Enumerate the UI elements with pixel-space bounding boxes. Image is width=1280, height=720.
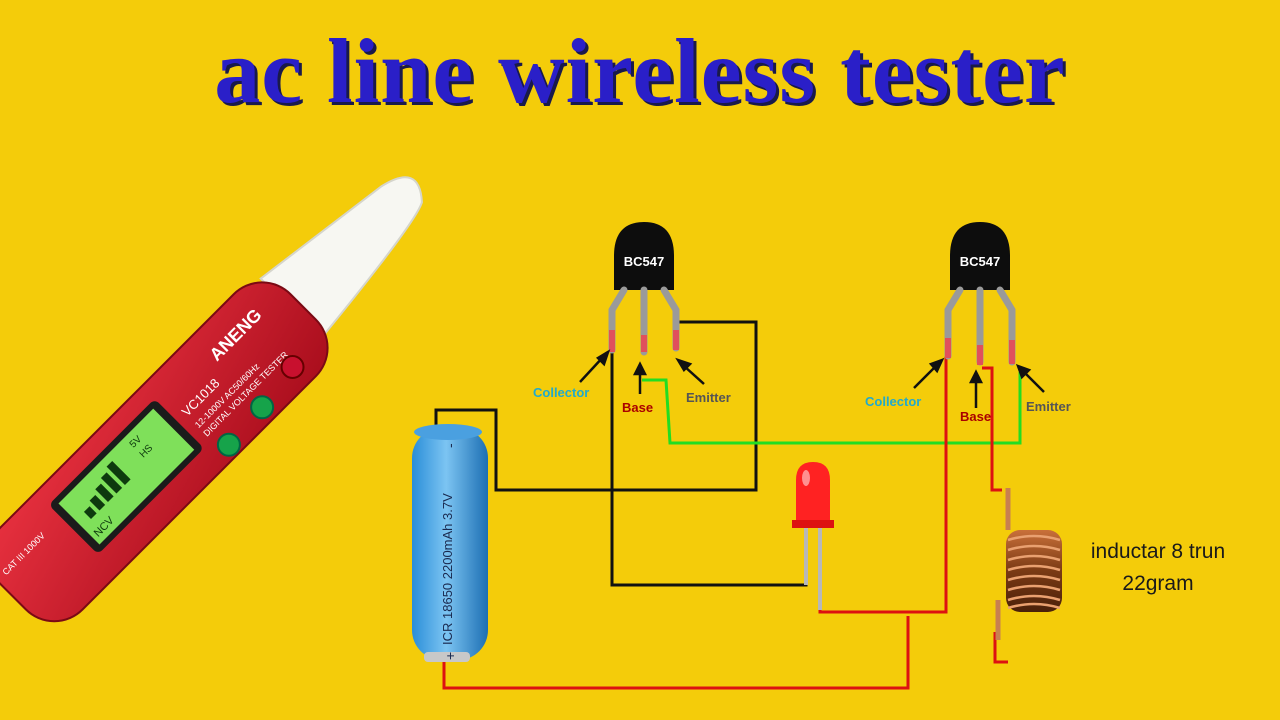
- battery-minus: -: [442, 443, 458, 448]
- transistor-2: BC547: [944, 222, 1016, 366]
- transistor-1: BC547: [608, 222, 680, 356]
- battery-18650: ICR 18650 2200mAh 3.7V + -: [412, 424, 488, 662]
- tester-tip: [259, 176, 423, 341]
- inductor-coil: [995, 488, 1062, 640]
- page-title: ac line wireless tester: [214, 20, 1066, 122]
- battery-label: ICR 18650 2200mAh 3.7V: [440, 493, 455, 645]
- green-wires: [642, 372, 1022, 445]
- tester-power-button[interactable]: [277, 351, 308, 382]
- transistor-2-base-label: Base: [960, 409, 991, 424]
- tester-light-button[interactable]: [213, 429, 244, 460]
- transistor-1-base-label: Base: [622, 400, 653, 415]
- inductor-label-line1: inductar 8 trun: [1091, 540, 1225, 563]
- battery-plus: +: [442, 652, 458, 660]
- red-led: [792, 462, 834, 610]
- voltage-tester-pen: NCV 5V HS ANENG VC1018 12-1000V AC50/60H…: [0, 176, 423, 623]
- transistor-1-emitter-label: Emitter: [686, 390, 731, 405]
- transistor-2-label: BC547: [960, 254, 1000, 269]
- transistor-1-label: BC547: [624, 254, 664, 269]
- black-wires: [434, 320, 808, 587]
- transistor-1-arrows: [579, 349, 705, 394]
- transistor-2-emitter-label: Emitter: [1026, 399, 1071, 414]
- transistor-1-collector-label: Collector: [533, 385, 589, 400]
- inductor-label-line2: 22gram: [1122, 572, 1193, 595]
- transistor-2-arrows: [913, 357, 1045, 408]
- tester-mode-button[interactable]: [247, 392, 278, 423]
- transistor-2-collector-label: Collector: [865, 394, 921, 409]
